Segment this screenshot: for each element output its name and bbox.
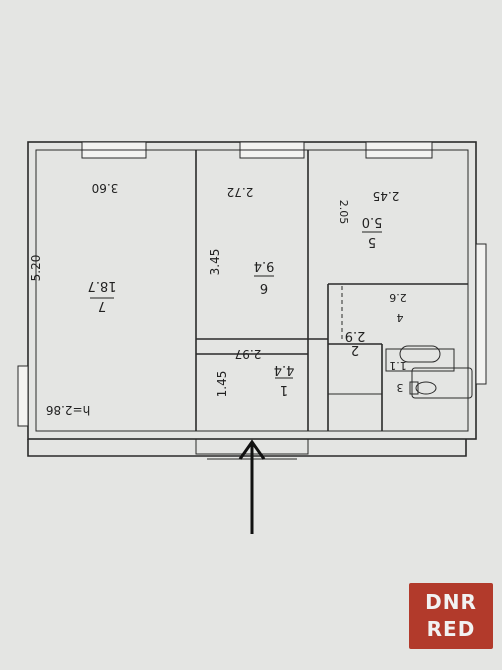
room-1-length: 1.45 xyxy=(215,371,229,398)
room-5-length: 2.05 xyxy=(337,200,350,225)
room-6-area: 9.4 xyxy=(254,258,275,273)
dnr-red-watermark: DNR RED xyxy=(409,583,493,649)
room-1-width: 2.97 xyxy=(235,347,262,361)
room-6-width: 2.72 xyxy=(227,185,254,199)
room-2-number: 2 xyxy=(351,342,359,357)
room-5-width: 2.45 xyxy=(373,189,400,203)
room-7-width: 3.60 xyxy=(92,181,119,195)
room-1-number: 1 xyxy=(280,382,288,397)
room-5-area: 5.0 xyxy=(362,214,383,229)
room-4-number: 4 xyxy=(397,311,404,324)
room-7-length: 5.20 xyxy=(29,255,43,282)
ceiling-height: h=2.86 xyxy=(46,403,90,417)
room-6: 2.72 3.45 6 9.4 xyxy=(208,185,274,295)
room-6-length: 3.45 xyxy=(208,249,222,276)
windows xyxy=(17,141,487,427)
room-2-area: 2.9 xyxy=(345,328,366,343)
entrance-arrow-icon xyxy=(238,439,266,534)
watermark-line-1: DNR xyxy=(425,590,477,614)
room-3-number: 3 xyxy=(397,381,404,394)
room-2: 2.9 2 xyxy=(345,328,366,357)
bath-fixtures xyxy=(399,345,441,395)
room-5-number: 5 xyxy=(368,234,376,249)
room-7-area: 18.7 xyxy=(88,278,117,293)
room-1-area: 4.4 xyxy=(274,362,295,377)
room-7-number: 7 xyxy=(98,298,106,313)
watermark-line-2: RED xyxy=(426,617,476,641)
interior-walls xyxy=(195,150,473,431)
room-1: 2.97 1.45 4.4 1 xyxy=(215,347,294,397)
room-3-area: 1.1 xyxy=(389,359,407,372)
room-4-area: 2.6 xyxy=(389,291,407,304)
room-4: 2.6 4 xyxy=(389,291,407,324)
room-3: 1.1 3 xyxy=(389,359,407,394)
room-5: 2.45 2.05 5 5.0 xyxy=(337,189,399,249)
room-7: 3.60 5.20 7 18.7 h=2.86 xyxy=(29,181,118,417)
room-6-number: 6 xyxy=(260,280,268,295)
